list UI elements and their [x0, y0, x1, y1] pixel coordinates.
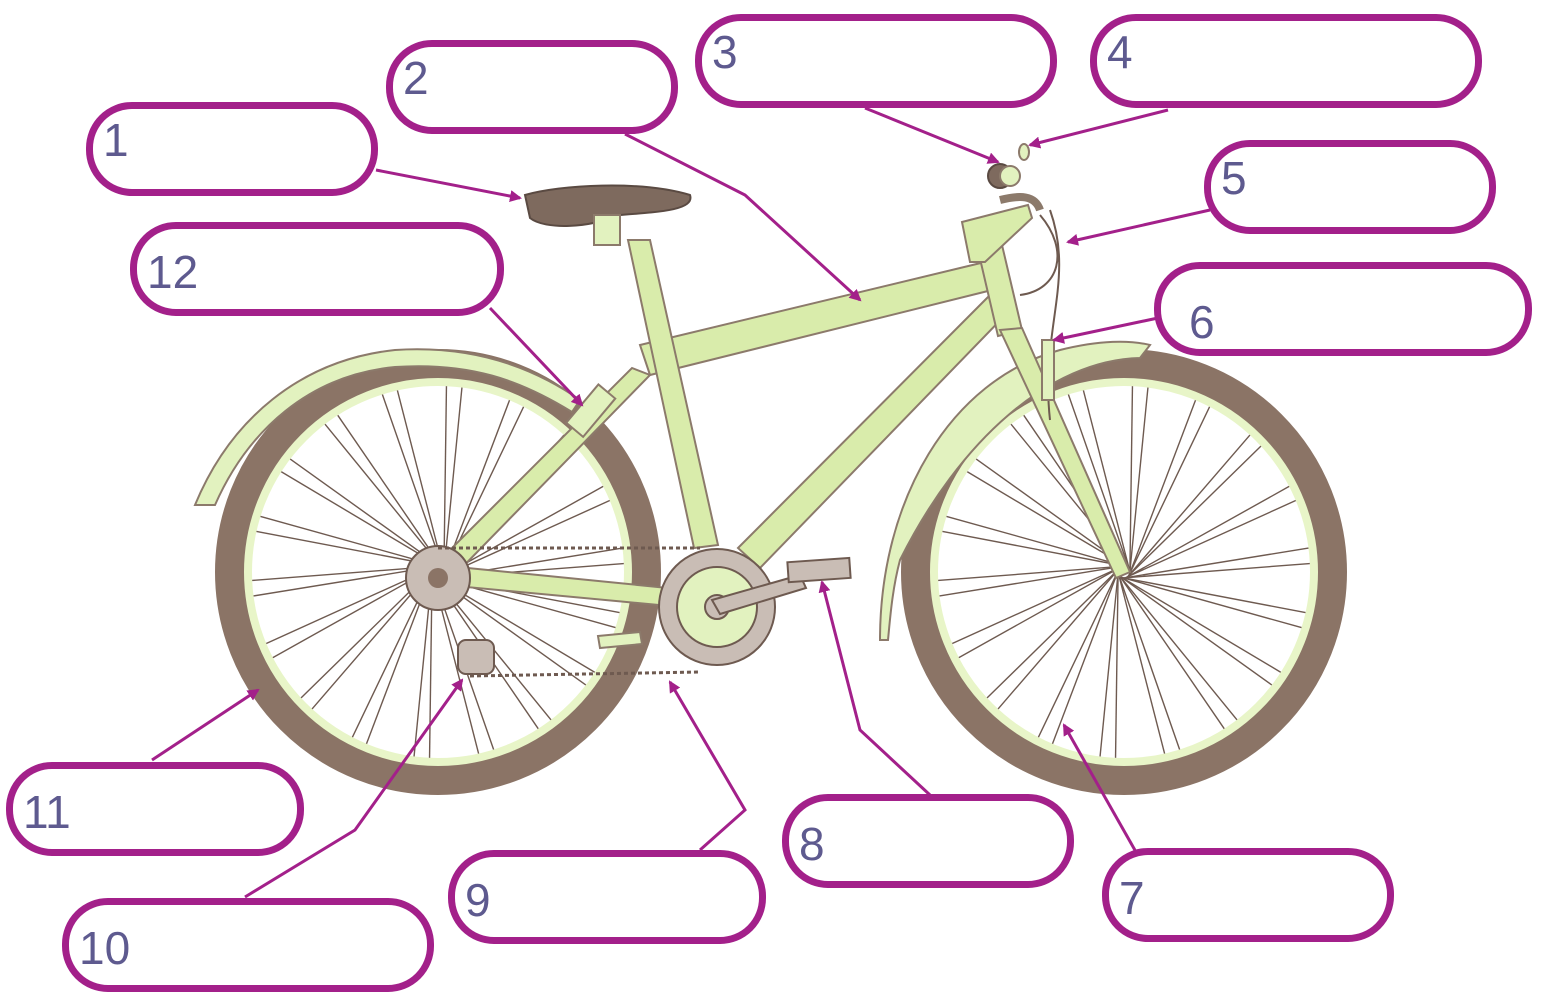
label-number: 10 [79, 925, 130, 971]
pointer-9 [670, 682, 745, 850]
label-number: 7 [1119, 875, 1145, 921]
label-number: 12 [147, 249, 198, 295]
pointer-3 [865, 108, 998, 162]
spoke [281, 472, 440, 567]
label-number: 6 [1189, 299, 1215, 345]
pointer-11 [152, 690, 258, 760]
label-box-2[interactable]: 2 [386, 40, 678, 134]
label-number: 11 [23, 789, 71, 835]
label-box-4[interactable]: 4 [1090, 14, 1482, 108]
label-box-3[interactable]: 3 [695, 14, 1057, 108]
label-box-6[interactable]: 6 [1154, 262, 1532, 356]
label-number: 3 [712, 29, 738, 75]
label-box-7[interactable]: 7 [1102, 848, 1394, 942]
spoke [1119, 575, 1180, 749]
pointer-6 [1054, 318, 1158, 340]
spoke [998, 569, 1119, 709]
label-box-5[interactable]: 5 [1204, 140, 1496, 234]
label-number: 4 [1107, 29, 1133, 75]
crankset [659, 549, 851, 665]
spoke [1129, 407, 1210, 576]
spoke [1118, 574, 1224, 729]
front-brake [1042, 340, 1054, 400]
label-number: 8 [799, 821, 825, 867]
spoke [959, 567, 1120, 657]
spoke [1128, 486, 1289, 576]
label-box-1[interactable]: 1 [86, 102, 378, 196]
spoke [1122, 578, 1281, 673]
spoke [1038, 568, 1119, 737]
pointer-5 [1068, 210, 1210, 242]
label-box-11[interactable]: 11 [6, 762, 304, 856]
label-box-8[interactable]: 8 [782, 794, 1074, 888]
label-number: 1 [103, 117, 129, 163]
pointer-4 [1030, 110, 1168, 145]
label-box-12[interactable]: 12 [130, 222, 504, 316]
spoke [1127, 446, 1261, 577]
pointer-1 [376, 170, 520, 198]
spoke [1053, 571, 1119, 744]
spoke [1129, 435, 1250, 575]
spoke [1130, 400, 1196, 573]
kickstand [598, 632, 642, 648]
label-number: 9 [465, 877, 491, 923]
label-number: 5 [1221, 155, 1247, 201]
pointer-2 [625, 134, 860, 300]
saddle [525, 186, 690, 245]
spoke [382, 395, 443, 569]
spoke [1121, 577, 1301, 627]
label-box-9[interactable]: 9 [448, 850, 766, 944]
spoke [987, 567, 1121, 698]
label-box-10[interactable]: 10 [62, 898, 434, 992]
pedal [787, 558, 850, 582]
label-number: 2 [403, 55, 429, 101]
